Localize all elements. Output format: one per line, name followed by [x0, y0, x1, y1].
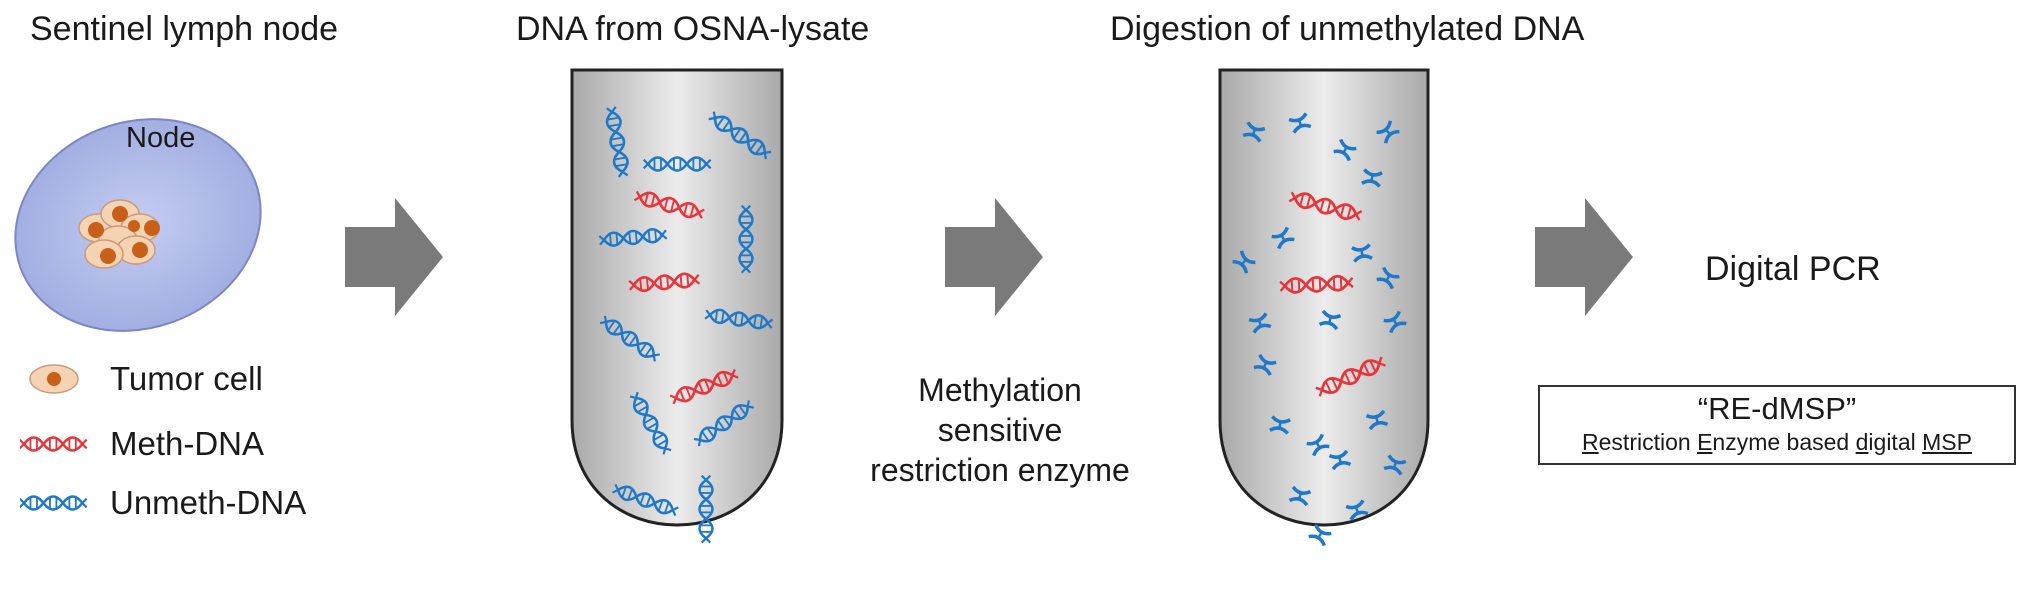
- lymph-node: [14, 118, 262, 332]
- callout-sub-2-u: d: [1855, 429, 1869, 455]
- enzyme-label: Methylation sensitive restriction enzyme: [865, 370, 1135, 490]
- enzyme-label-line3: restriction enzyme: [870, 452, 1130, 488]
- callout-sub-0-rest: estriction: [1598, 429, 1698, 455]
- arrow-3: [1535, 198, 1633, 316]
- unmeth-dna-icon: [18, 486, 92, 520]
- callout-title: “RE-dMSP”: [1697, 391, 1857, 426]
- callout-sub-1-rest: nzyme based: [1712, 429, 1856, 455]
- step3-title: Digestion of unmethylated DNA: [1110, 10, 1585, 48]
- legend-meth-label: Meth-DNA: [110, 425, 265, 462]
- step1-title: Sentinel lymph node: [30, 10, 339, 48]
- arrow-2: [945, 198, 1043, 316]
- legend-tumor: Tumor cell: [20, 360, 263, 398]
- enzyme-label-line2: sensitive: [937, 412, 1063, 448]
- arrow-1: [345, 198, 443, 316]
- tumor-cell-icon: [20, 362, 92, 396]
- legend-unmeth-label: Unmeth-DNA: [110, 484, 307, 521]
- step4-title: Digital PCR: [1705, 250, 1881, 288]
- legend-tumor-label: Tumor cell: [110, 360, 263, 397]
- node-label: Node: [126, 122, 196, 154]
- callout-sub-1-u: E: [1697, 429, 1713, 455]
- tumor-cluster: [78, 199, 160, 269]
- tube-1: [570, 68, 784, 544]
- callout-sub-3-u: MSP: [1922, 429, 1972, 455]
- meth-dna-icon: [18, 427, 92, 461]
- callout-sub-2-rest: igital: [1868, 429, 1923, 455]
- tube-2: [1218, 68, 1430, 548]
- legend-unmeth: Unmeth-DNA: [18, 484, 307, 522]
- re-dmsp-callout: “RE-dMSP” Restriction Enzyme based digit…: [1538, 385, 2016, 465]
- callout-subtitle: Restriction Enzyme based digital MSP: [1540, 429, 2014, 456]
- step2-title: DNA from OSNA-lysate: [516, 10, 870, 48]
- legend-meth: Meth-DNA: [18, 425, 265, 463]
- enzyme-label-line1: Methylation: [918, 372, 1082, 408]
- callout-sub-0-u: R: [1582, 429, 1599, 455]
